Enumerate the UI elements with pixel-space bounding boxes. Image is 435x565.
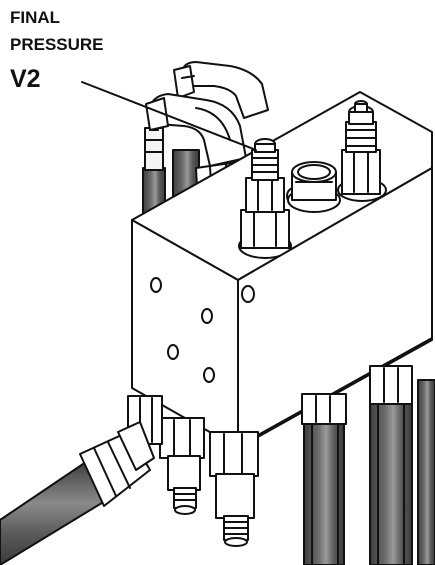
pressure-valve-rear-right (337, 100, 387, 202)
v2-leader-line (81, 81, 257, 151)
manifold-front-face (131, 219, 239, 449)
lower-right-hose-1 (301, 393, 347, 565)
lower-right-hose-3 (417, 379, 435, 565)
mount-hole-3 (167, 344, 179, 360)
label-heading-line1: FINAL (10, 8, 61, 27)
label-valve-id: V2 (10, 65, 41, 93)
lower-left-hose (0, 421, 155, 565)
lower-valve-center (209, 431, 259, 547)
lower-valve-left (159, 417, 205, 515)
mount-hole-2 (201, 308, 213, 324)
pressure-valve-v2 (238, 138, 292, 259)
elbow-fitting-lower (145, 93, 247, 167)
lower-right-hose-2 (369, 365, 413, 565)
port-plug (287, 161, 341, 213)
mount-hole-4 (203, 367, 215, 383)
manifold-side-face (237, 167, 433, 449)
mount-hole-1 (150, 277, 162, 293)
side-port-hole (241, 285, 255, 303)
elbow-fitting-upper (173, 61, 269, 119)
label-heading-line2: PRESSURE (10, 35, 104, 54)
